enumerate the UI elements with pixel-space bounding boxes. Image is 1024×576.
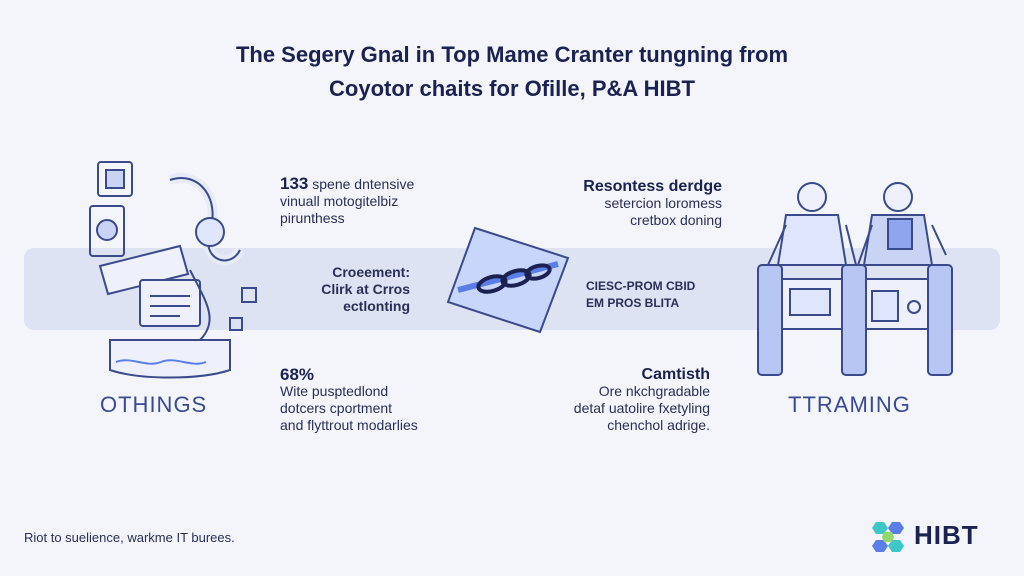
two-workers-illustration bbox=[757, 182, 953, 376]
top-left-line2: vinuall motogitelbiz bbox=[280, 193, 399, 209]
top-left-number: 133 bbox=[280, 174, 309, 193]
title-line-2: Coyotor chaits for Ofille, P&A HIBT bbox=[329, 76, 695, 101]
top-right-heading: Resontess derdge bbox=[583, 178, 722, 195]
bottom-right-line2: detaf uatolire fxetyling bbox=[573, 400, 710, 416]
bottom-left-number: 68% bbox=[280, 365, 315, 384]
left-panel-label: OTHINGS bbox=[100, 392, 208, 417]
bottom-right-heading: Camtisth bbox=[641, 366, 710, 383]
mid-right-line1: CIESC-PROM CBID bbox=[586, 279, 696, 293]
block-mid-left: Croeement: Clirk at Crros ectlonting bbox=[300, 264, 410, 315]
block-top-right: Resontess derdge setercion loromess cret… bbox=[560, 178, 722, 229]
block-mid-right: CIESC-PROM CBID EM PROS BLITA bbox=[586, 278, 695, 312]
mid-right-line2: EM PROS BLITA bbox=[586, 296, 680, 310]
footer-note: Riot to suelience, warkme IT burees. bbox=[24, 530, 235, 545]
page-title: The Segery Gnal in Top Mame Cranter tung… bbox=[0, 38, 1024, 106]
bottom-left-line1: Wite pusptedlond bbox=[280, 383, 389, 399]
bottom-right-line1: Ore nkchgradable bbox=[598, 383, 710, 399]
top-right-line2: cretbox doning bbox=[630, 212, 722, 228]
person-machinery-illustration bbox=[89, 161, 257, 379]
hibt-logo: HIBT bbox=[868, 516, 1008, 558]
mid-left-line1: Croeement: bbox=[332, 264, 410, 280]
bottom-right-line3: chenchol adrige. bbox=[607, 417, 710, 433]
title-line-1: The Segery Gnal in Top Mame Cranter tung… bbox=[235, 42, 789, 67]
block-bottom-right: Camtisth Ore nkchgradable detaf uatolire… bbox=[540, 366, 710, 434]
block-bottom-left: 68% Wite pusptedlond dotcers cportment a… bbox=[280, 366, 418, 434]
mid-left-line3: ectlonting bbox=[343, 298, 410, 314]
bottom-left-line2: dotcers cportment bbox=[280, 400, 393, 416]
hibt-cube-logo-icon bbox=[872, 522, 904, 552]
logo-text: HIBT bbox=[914, 520, 979, 550]
block-top-left: 133 spene dntensive vinuall motogitelbiz… bbox=[280, 175, 414, 227]
chain-link-card-icon bbox=[446, 226, 570, 334]
bottom-left-line3: and flyttrout modarlies bbox=[280, 417, 418, 433]
right-panel-label: TTRAMING bbox=[788, 392, 911, 417]
top-right-line1: setercion loromess bbox=[604, 195, 723, 211]
mid-left-line2: Clirk at Crros bbox=[321, 281, 410, 297]
top-left-line3: pirunthess bbox=[280, 210, 345, 226]
top-left-line1: spene dntensive bbox=[312, 176, 415, 192]
